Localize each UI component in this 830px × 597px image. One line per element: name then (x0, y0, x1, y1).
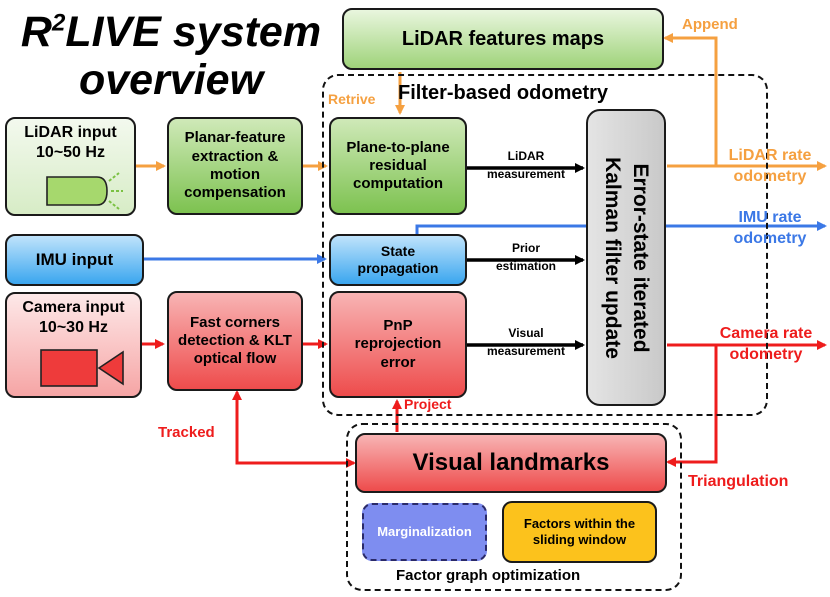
arrow-append (663, 33, 718, 166)
state-propagation-label: State propagation (357, 242, 439, 276)
planar-feature-extraction-box: Planar-feature extraction & motion compe… (167, 117, 303, 215)
imu-input-label: IMU input (35, 249, 114, 269)
triangulation-label: Triangulation (688, 473, 789, 490)
lidar-input-box: LiDAR input 10~50 Hz (5, 117, 136, 216)
pnp-reprojection-label: PnP reprojection error (354, 317, 442, 371)
imu-rate-line-1: IMU rate (738, 209, 802, 226)
lidar-sensor-icon (46, 172, 123, 210)
visual-measurement-line-1: Visual (508, 326, 544, 340)
camera-input-rate: 10~30 Hz (39, 318, 108, 336)
title-line-2: overview (78, 56, 264, 104)
visual-landmarks-box: Visual landmarks (355, 433, 667, 493)
lidar-features-maps-box: LiDAR features maps (342, 8, 664, 70)
lidar-rate-line-2: odometry (733, 168, 807, 186)
plane-residual-label: Plane-to-plane residual computation (346, 138, 450, 193)
title-main: LIVE system (65, 8, 322, 56)
imu-input-box: IMU input (5, 234, 144, 286)
arrow-imu-rate-out (415, 221, 827, 234)
camera-icon (40, 349, 124, 387)
plane-residual-box: Plane-to-plane residual computation (329, 117, 467, 215)
marginalization-label: Marginalization (377, 524, 472, 540)
eskf-label-line-1: Error-state iterated (629, 162, 652, 353)
tracked-label: Tracked (158, 424, 215, 441)
fast-corners-label: Fast corners detection & KLT optical flo… (178, 313, 292, 368)
factors-sliding-window-box: Factors within the sliding window (502, 501, 657, 563)
fast-corners-box: Fast corners detection & KLT optical flo… (167, 291, 303, 391)
eskf-update-box: Error-state iterated Kalman filter updat… (586, 109, 666, 406)
imu-rate-line-2: odometry (733, 230, 807, 248)
visual-measurement-line-2: measurement (486, 344, 566, 359)
lidar-rate-line-1: LiDAR rate (728, 147, 812, 164)
filter-odometry-group (322, 74, 768, 416)
prior-estimation-line-1: Prior (511, 241, 540, 255)
state-propagation-box: State propagation (329, 234, 467, 286)
lidar-input-label: LiDAR input (24, 124, 117, 141)
camera-rate-odometry-label: Camera rate odometry (704, 324, 828, 364)
lidar-input-rate: 10~50 Hz (36, 143, 105, 161)
factor-graph-group (346, 423, 682, 591)
camera-rate-line-2: odometry (729, 346, 803, 364)
lidar-measurement-line-1: LiDAR (507, 149, 545, 163)
camera-input-label: Camera input (22, 299, 125, 316)
title-line-1: R2LIVE system (6, 8, 336, 56)
pnp-reprojection-box: PnP reprojection error (329, 291, 467, 398)
lidar-measurement-line-2: measurement (486, 167, 566, 182)
eskf-label-line-2: Kalman filter update (601, 156, 624, 359)
prior-estimation-label: Prior estimation (470, 241, 582, 274)
arrow-tracked (232, 390, 356, 468)
marginalization-box: Marginalization (362, 503, 487, 561)
factor-graph-label: Factor graph optimization (396, 567, 581, 584)
visual-measurement-label: Visual measurement (470, 326, 582, 359)
retrive-label: Retrive (328, 91, 376, 107)
camera-rate-line-1: Camera rate (719, 325, 813, 342)
lidar-features-maps-label: LiDAR features maps (401, 27, 605, 50)
lidar-rate-odometry-label: LiDAR rate odometry (716, 146, 824, 186)
imu-rate-odometry-label: IMU rate odometry (716, 208, 824, 248)
prior-estimation-line-2: estimation (495, 259, 556, 274)
planar-feature-extraction-label: Planar-feature extraction & motion compe… (184, 129, 286, 202)
arrow-triangulation (666, 345, 718, 467)
filter-odometry-label: Filter-based odometry (398, 82, 609, 104)
factors-sliding-window-label: Factors within the sliding window (523, 516, 636, 547)
project-label: Project (404, 396, 452, 412)
camera-input-box: Camera input 10~30 Hz (5, 292, 142, 398)
title-superscript: 2 (51, 9, 66, 37)
lidar-measurement-label: LiDAR measurement (470, 149, 582, 182)
title-prefix: R (20, 8, 52, 56)
visual-landmarks-label: Visual landmarks (412, 449, 610, 477)
page-title: R2LIVE system overview (6, 8, 336, 104)
append-label: Append (682, 16, 738, 33)
